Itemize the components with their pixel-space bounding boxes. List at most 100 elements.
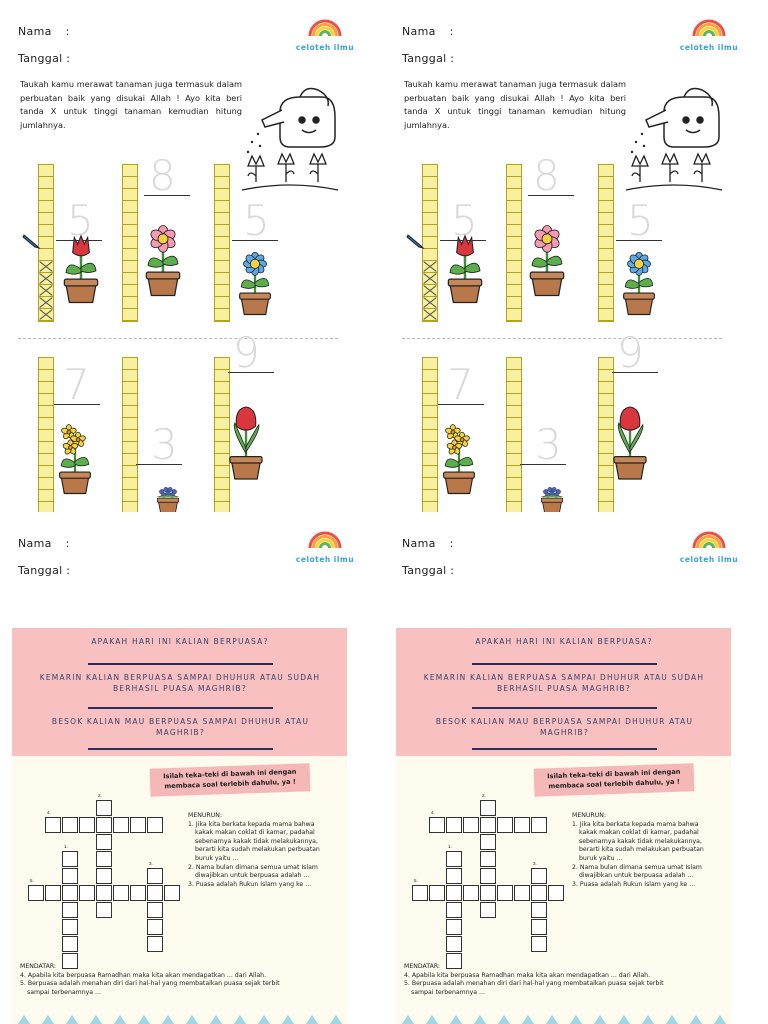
crossword-cell[interactable] (96, 817, 112, 833)
ruler-cell[interactable] (599, 201, 613, 213)
crossword-cell[interactable] (446, 817, 462, 833)
ruler-cell[interactable] (507, 249, 521, 261)
crossword-cell[interactable] (96, 868, 112, 884)
ruler-cell[interactable] (423, 478, 437, 490)
ruler-cell[interactable] (215, 418, 229, 430)
ruler-cell[interactable] (215, 261, 229, 273)
ruler-cell[interactable] (599, 490, 613, 502)
ruler-cell[interactable] (599, 165, 613, 177)
crossword-cell[interactable] (548, 885, 564, 901)
ruler-cell[interactable] (507, 297, 521, 309)
height-ruler[interactable] (422, 357, 438, 512)
ruler-cell[interactable] (423, 442, 437, 454)
crossword-cell[interactable] (429, 885, 445, 901)
ruler-cell[interactable] (215, 237, 229, 249)
ruler-cell[interactable] (423, 189, 437, 201)
ruler-cell[interactable] (423, 225, 437, 237)
ruler-cell[interactable] (599, 297, 613, 309)
ruler-cell[interactable] (215, 370, 229, 382)
ruler-cell[interactable] (39, 297, 53, 309)
crossword-cell[interactable] (497, 885, 513, 901)
height-ruler[interactable] (122, 357, 138, 512)
height-ruler[interactable] (214, 357, 230, 512)
crossword-cell[interactable] (96, 885, 112, 901)
ruler-cell[interactable] (599, 189, 613, 201)
ruler-cell[interactable] (507, 382, 521, 394)
answer-line-1[interactable] (472, 663, 657, 665)
ruler-cell[interactable] (599, 430, 613, 442)
ruler-cell[interactable] (215, 358, 229, 370)
ruler-cell[interactable] (123, 442, 137, 454)
crossword-cell[interactable] (480, 851, 496, 867)
crossword-cell[interactable] (514, 885, 530, 901)
crossword-cell[interactable] (446, 936, 462, 952)
ruler-cell[interactable] (599, 442, 613, 454)
ruler-cell[interactable] (599, 273, 613, 285)
ruler-cell[interactable] (507, 189, 521, 201)
ruler-cell[interactable] (507, 370, 521, 382)
crossword-cell[interactable] (113, 885, 129, 901)
ruler-cell[interactable] (599, 213, 613, 225)
ruler-cell[interactable] (599, 285, 613, 297)
ruler-cell[interactable] (507, 454, 521, 466)
ruler-cell[interactable] (39, 273, 53, 285)
ruler-cell[interactable] (215, 502, 229, 512)
ruler-cell[interactable] (599, 478, 613, 490)
ruler-cell[interactable] (215, 165, 229, 177)
height-ruler[interactable] (506, 164, 522, 322)
ruler-cell[interactable] (215, 297, 229, 309)
ruler-cell[interactable] (423, 249, 437, 261)
ruler-cell[interactable] (123, 490, 137, 502)
ruler-cell[interactable] (507, 201, 521, 213)
ruler-cell[interactable] (123, 261, 137, 273)
ruler-cell[interactable] (423, 261, 437, 273)
ruler-cell[interactable] (423, 297, 437, 309)
ruler-cell[interactable] (39, 478, 53, 490)
ruler-cell[interactable] (215, 382, 229, 394)
height-ruler[interactable] (422, 164, 438, 322)
ruler-cell[interactable] (215, 213, 229, 225)
ruler-cell[interactable] (39, 213, 53, 225)
crossword-cell[interactable] (79, 817, 95, 833)
ruler-cell[interactable] (39, 442, 53, 454)
ruler-cell[interactable] (215, 466, 229, 478)
crossword-cell[interactable] (130, 885, 146, 901)
crossword-cell[interactable] (62, 885, 78, 901)
ruler-cell[interactable] (507, 394, 521, 406)
ruler-cell[interactable] (123, 382, 137, 394)
crossword-cell[interactable] (147, 885, 163, 901)
crossword-cell[interactable] (480, 885, 496, 901)
ruler-cell[interactable] (39, 490, 53, 502)
height-ruler[interactable] (598, 164, 614, 322)
ruler-cell[interactable] (39, 370, 53, 382)
ruler-cell[interactable] (123, 454, 137, 466)
crossword-cell[interactable] (147, 936, 163, 952)
crossword-cell[interactable] (62, 953, 78, 969)
ruler-cell[interactable] (423, 382, 437, 394)
ruler-cell[interactable] (507, 309, 521, 321)
crossword-cell[interactable] (147, 919, 163, 935)
ruler-cell[interactable] (599, 358, 613, 370)
ruler-cell[interactable] (123, 237, 137, 249)
ruler-cell[interactable] (39, 165, 53, 177)
crossword-cell[interactable] (96, 834, 112, 850)
ruler-cell[interactable] (39, 237, 53, 249)
ruler-cell[interactable] (215, 189, 229, 201)
ruler-cell[interactable] (123, 358, 137, 370)
ruler-cell[interactable] (507, 478, 521, 490)
ruler-cell[interactable] (423, 430, 437, 442)
crossword-cell[interactable] (147, 902, 163, 918)
answer-line-1[interactable] (88, 663, 273, 665)
crossword-cell[interactable] (531, 919, 547, 935)
crossword-cell[interactable] (480, 834, 496, 850)
crossword-cell[interactable] (446, 902, 462, 918)
ruler-cell[interactable] (423, 201, 437, 213)
ruler-cell[interactable] (507, 261, 521, 273)
ruler-cell[interactable] (123, 478, 137, 490)
answer-line-3[interactable] (88, 748, 273, 750)
crossword-cell[interactable] (531, 817, 547, 833)
crossword-cell[interactable] (96, 851, 112, 867)
ruler-cell[interactable] (215, 273, 229, 285)
ruler-cell[interactable] (599, 454, 613, 466)
ruler-cell[interactable] (123, 177, 137, 189)
